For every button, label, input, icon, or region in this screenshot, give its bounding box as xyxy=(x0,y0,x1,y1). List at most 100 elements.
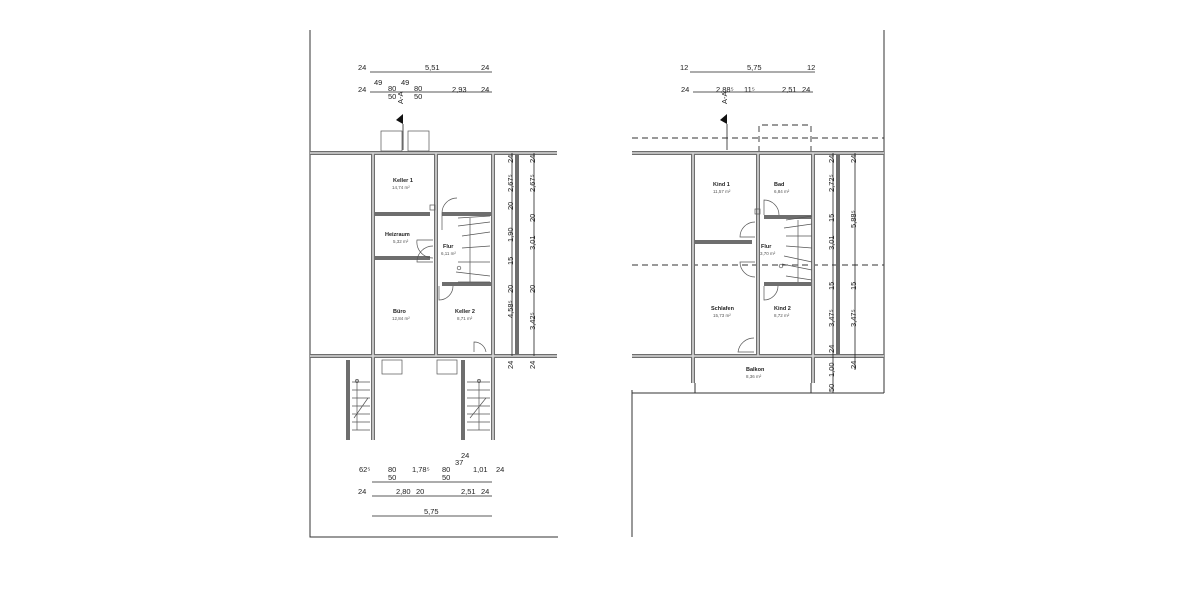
room-name: Büro xyxy=(393,309,406,315)
dimension-label: 24 xyxy=(481,487,489,496)
dimension-label: 24 xyxy=(849,155,858,163)
staircase-icon xyxy=(778,215,813,282)
room-area: 8,71 m² xyxy=(457,316,473,321)
dimension-label: 49 xyxy=(401,78,409,87)
room-area: 15,73 m² xyxy=(713,313,731,318)
dims-bottom-3: 5,75 xyxy=(424,507,439,516)
section-marker-label: A-A xyxy=(720,91,729,104)
dimension-label: 80 xyxy=(388,465,396,474)
dimension-label: 11⁵ xyxy=(744,85,755,94)
dimension-label: 24 xyxy=(849,361,858,369)
dimension-label: 2,93 xyxy=(452,85,467,94)
dims-top-1: 12 5,75 12 xyxy=(680,63,815,72)
dimension-label: 24 xyxy=(827,155,836,163)
room-area: 3,70 m² xyxy=(760,251,776,256)
dimension-label: 5,75 xyxy=(747,63,762,72)
room-name: Bad xyxy=(774,182,784,188)
room-name: Keller 2 xyxy=(455,309,475,315)
room-area: 6,84 m² xyxy=(774,189,790,194)
dimension-label: 24 xyxy=(681,85,689,94)
dimension-label: 50 xyxy=(827,384,836,392)
dimension-label: 24 xyxy=(358,63,366,72)
dimension-label: 5,88⁵ xyxy=(849,210,858,228)
dimension-label: 20 xyxy=(506,202,515,210)
dimension-label: 80 xyxy=(414,84,422,93)
room-name: Flur xyxy=(443,244,454,250)
room-name: Kind 1 xyxy=(713,182,730,188)
dimension-label: 24 xyxy=(461,451,469,460)
walls xyxy=(310,130,557,440)
dimension-label: 24 xyxy=(358,487,366,496)
dimension-label: 2,67⁵ xyxy=(506,174,515,192)
dimension-label: 1,01 xyxy=(473,465,488,474)
room-area: 14,74 m² xyxy=(392,185,410,190)
dimension-label: 20 xyxy=(416,487,424,496)
basement-plan: A-A 24 5,51 24 24 49 80 50 49 80 50 2,93… xyxy=(309,30,558,538)
dimension-label: 2,80 xyxy=(396,487,411,496)
room-name: Keller 1 xyxy=(393,178,413,184)
room-name: Balkon xyxy=(746,367,765,373)
dims-top-2: 24 49 80 50 49 80 50 2,93 24 xyxy=(358,78,489,101)
dimension-label: 20 xyxy=(506,285,515,293)
dimension-label: 2,51 xyxy=(461,487,476,496)
dimension-label: 3,01 xyxy=(528,235,537,250)
dimension-label: 1,78⁵ xyxy=(412,465,430,474)
dimension-label: 12 xyxy=(680,63,688,72)
room-area: 5,32 m² xyxy=(393,239,409,244)
room-area: 8,36 m² xyxy=(746,374,762,379)
dimension-label: 2,67⁵ xyxy=(528,174,537,192)
dimension-label: 15 xyxy=(506,257,515,265)
dims-top-2: 24 2,88⁵ 11⁵ 2,51 24 xyxy=(681,85,810,94)
dimension-label: 3,42⁵ xyxy=(528,312,537,330)
room-area: 6,11 m² xyxy=(441,251,456,256)
dimension-label: 37 xyxy=(455,458,463,467)
sheet-frame xyxy=(631,30,885,537)
dimension-label: 24 xyxy=(506,361,515,369)
dimension-label: 2,88⁵ xyxy=(716,85,734,94)
dimension-label: 24 xyxy=(827,345,836,353)
staircase-icon xyxy=(352,215,491,431)
dimension-label: 24 xyxy=(496,465,504,474)
dimension-label: 24 xyxy=(358,85,366,94)
dims-right-inner: 24 2,67⁵ 20 1,90 15 20 4,58⁵ 24 xyxy=(506,155,515,369)
dimension-label: 20 xyxy=(528,214,537,222)
dimension-label: 2,51 xyxy=(782,85,797,94)
dimension-label: 4,58⁵ xyxy=(506,300,515,318)
dimension-label: 24 xyxy=(481,63,489,72)
dims-top-1: 24 5,51 24 xyxy=(358,63,489,72)
room-area: 11,57 m² xyxy=(713,189,731,194)
dimension-label: 2,72⁵ xyxy=(827,174,836,192)
room-name: Heizraum xyxy=(385,232,410,238)
dimension-label: 49 xyxy=(374,78,382,87)
doors xyxy=(416,197,487,353)
dimension-label: 1,90 xyxy=(506,227,515,242)
dimension-label: 20 xyxy=(528,285,537,293)
room-labels: Keller 1 14,74 m² Heizraum 5,32 m² Flur … xyxy=(385,178,475,321)
dimension-label: 24 xyxy=(528,361,537,369)
dims-right-inner: 24 2,72⁵ 15 3,01 15 3,47⁵ 24 1,00 50 xyxy=(827,155,836,392)
walls xyxy=(632,151,884,394)
dimension-label: 50 xyxy=(388,473,396,482)
dimension-label: 1,00 xyxy=(827,362,836,377)
dimension-label: 15 xyxy=(827,214,836,222)
room-name: Schlafen xyxy=(711,306,735,312)
dimension-label: 15 xyxy=(849,282,858,290)
dimension-label: 5,51 xyxy=(425,63,440,72)
section-marker-icon xyxy=(396,114,403,124)
dimension-label: 24 xyxy=(802,85,810,94)
dimension-label: 3,47⁵ xyxy=(849,309,858,327)
dimension-label: 3,47⁵ xyxy=(827,309,836,327)
dimension-label: 62⁵ xyxy=(359,465,370,474)
dimension-label: 80 xyxy=(388,84,396,93)
dimension-label: 24 xyxy=(506,155,515,163)
room-name: Kind 2 xyxy=(774,306,791,312)
dims-right-outer: 24 2,67⁵ 20 3,01 20 3,42⁵ 24 xyxy=(528,155,537,369)
upper-floor-plan: A-A 12 5,75 12 24 2,88⁵ 11⁵ 2,51 24 24 2… xyxy=(631,30,885,537)
dimension-label: 24 xyxy=(481,85,489,94)
dims-bottom-1: 62⁵ 80 50 1,78⁵ 80 50 24 37 1,01 24 xyxy=(359,451,504,482)
section-marker-icon xyxy=(720,114,727,124)
dimension-label: 24 xyxy=(528,155,537,163)
dims-right-outer: 24 5,88⁵ 15 3,47⁵ 24 xyxy=(849,155,858,369)
room-area: 12,84 m² xyxy=(392,316,410,321)
